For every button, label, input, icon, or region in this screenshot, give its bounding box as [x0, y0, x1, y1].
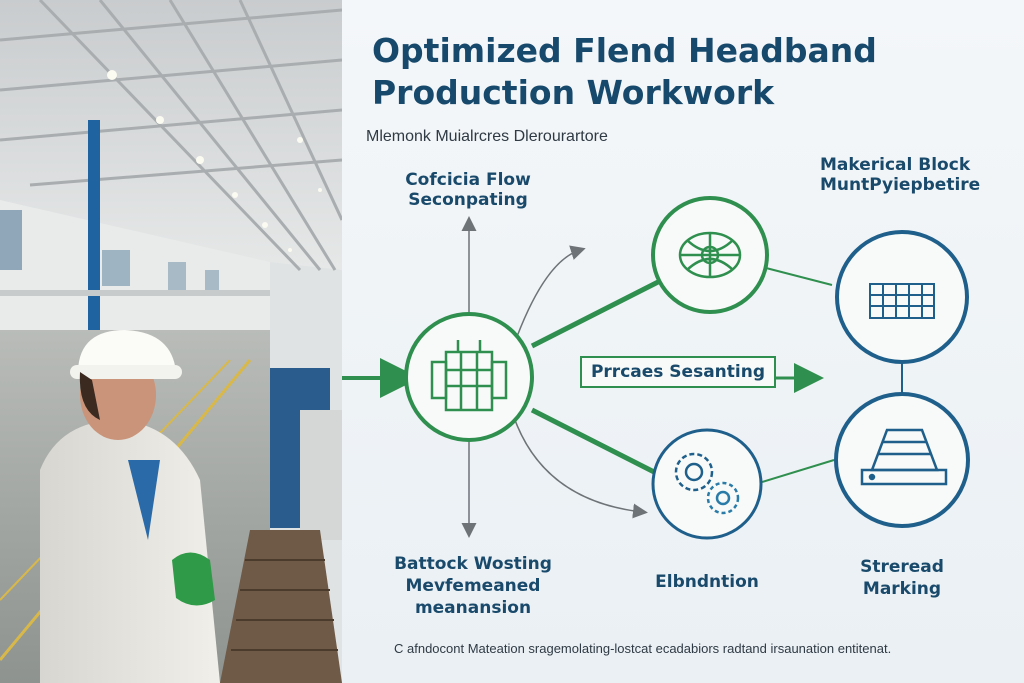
label-bottom-mid: Elbndntion — [655, 572, 759, 592]
label-top-left-line-1: Cofcicia Flow — [405, 170, 531, 190]
subtitle: Mlemonk Muialrcres Dlerourartore — [366, 128, 608, 145]
process-label-box: Prrcaes Sesanting — [580, 356, 776, 388]
gears-icon — [674, 452, 740, 515]
label-bottom-left: Battock Wosting Mevfemeaned meanansion — [368, 553, 578, 619]
label-top-right-line-1: Makerical Block — [820, 155, 971, 175]
center-node — [404, 312, 534, 442]
label-top-right: Makerical Block MuntPyiepbetire — [820, 155, 980, 195]
conveyor-platform-icon — [860, 428, 948, 486]
label-bottom-right: Streread Marking — [832, 556, 972, 600]
label-bottom-right-line-2: Marking — [862, 579, 942, 599]
process-label: Prrcaes Sesanting — [590, 362, 766, 382]
label-top-left-line-2: Seconpating — [408, 190, 528, 210]
connectors — [342, 216, 903, 538]
label-bottom-right-line-1: Streread — [860, 557, 944, 577]
right-top-node — [835, 230, 969, 364]
footer-text: C afndocont Mateation sragemolating-lost… — [394, 641, 892, 656]
label-bottom-left-line-3: meanansion — [414, 598, 532, 618]
label-bottom-left-line-1: Battock Wosting — [394, 554, 552, 574]
top-node — [651, 196, 769, 314]
machinery-icon — [678, 231, 742, 279]
title-line-1: Optimized Flend Headband — [372, 31, 877, 70]
title-line-2: Production Workwork — [372, 73, 775, 112]
factory-building-icon — [430, 340, 508, 412]
page-title: Optimized Flend Headband Production Work… — [372, 30, 992, 114]
label-top-left: Cofcicia Flow Seconpating — [378, 170, 558, 210]
grid-panel-icon — [869, 283, 935, 319]
bottom-node — [651, 428, 763, 540]
factory-photo — [0, 0, 342, 683]
workflow-diagram — [342, 196, 970, 540]
label-top-right-line-2: MuntPyiepbetire — [820, 175, 981, 195]
diagram-panel: Optimized Flend Headband Production Work… — [342, 0, 1024, 683]
right-bottom-node — [834, 392, 970, 528]
label-bottom-left-line-2: Mevfemeaned — [405, 576, 541, 596]
